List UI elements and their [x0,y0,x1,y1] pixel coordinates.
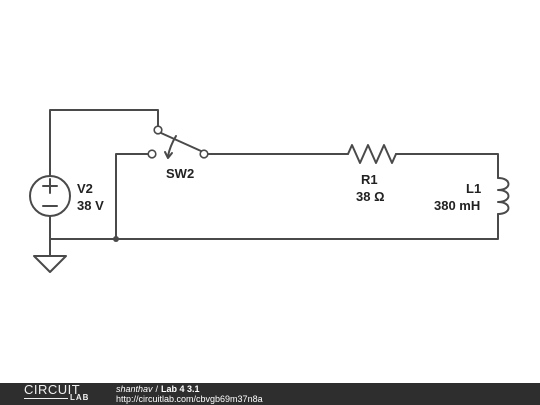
inductor-name-label: L1 [466,181,481,196]
logo-line [24,398,68,399]
wire-switch-throw-to-rail [115,153,149,240]
author-link[interactable]: shanthav [116,384,153,394]
logo-top-text: CIRCUIT [24,382,81,397]
source-value-label: 38 V [77,198,104,213]
switch-name-label: SW2 [166,166,194,181]
voltage-source-v2 [29,175,71,217]
switch-sw2 [147,125,209,159]
resistor-r1 [347,144,397,164]
circuitlab-logo: CIRCUIT LAB [24,382,94,404]
switch-arrow-arc [167,135,177,157]
logo-bottom-text: LAB [70,393,90,402]
switch-output-terminal [199,149,209,159]
inductor-value-label: 380 mH [434,198,480,213]
plus-icon [42,178,58,194]
ground-icon [33,255,67,273]
circuit-url-link[interactable]: http://circuitlab.com/cbvgb69m37n8a [116,394,263,404]
wire-resistor-to-inductor [395,153,499,179]
footer-bar: CIRCUIT LAB shanthav/Lab 4 3.1 http://ci… [0,382,540,405]
source-name-label: V2 [77,181,93,196]
wire-source-to-switch-common [49,109,159,177]
junction-node [113,236,119,242]
voltage-source-circle [29,175,71,217]
resistor-name-label: R1 [361,172,378,187]
switch-blade [160,132,202,152]
switch-arrow-head [164,151,173,159]
switch-common-terminal [153,125,163,135]
switch-throw-terminal [147,149,157,159]
footer-info: shanthav/Lab 4 3.1 http://circuitlab.com… [116,384,263,404]
wire-inductor-to-ground-rail [49,213,499,257]
wires [49,109,499,257]
footer-separator: / [155,384,159,394]
resistor-value-label: 38 Ω [356,189,385,204]
circuit-title: Lab 4 3.1 [161,384,200,394]
inductor-l1 [497,177,510,215]
circuit-schematic: V2 38 V SW2 R1 38 Ω L1 380 mH [29,109,510,273]
